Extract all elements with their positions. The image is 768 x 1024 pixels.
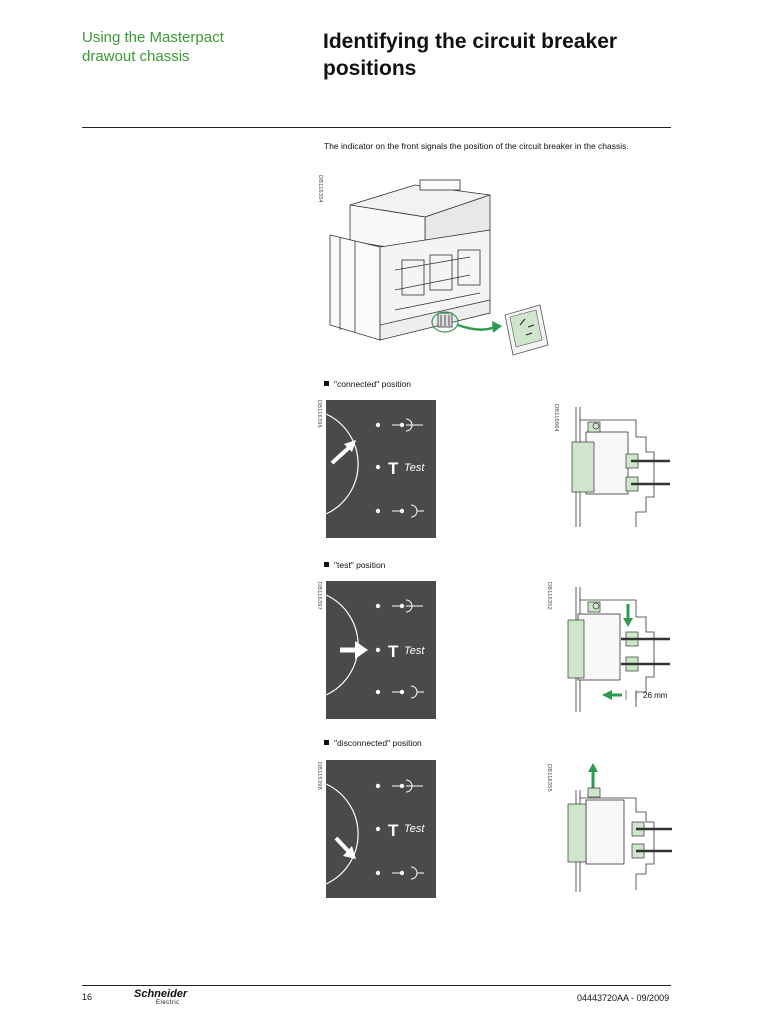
chassis-illustration xyxy=(329,179,549,356)
bullet-square-icon xyxy=(324,562,329,567)
svg-text:T: T xyxy=(388,642,399,661)
disconnected-side-diagram xyxy=(567,763,672,892)
figure-ref-connected-panel: DB116396 xyxy=(316,400,322,428)
connected-arrow-icon xyxy=(344,440,356,452)
figure-ref-disconnected-panel: DB116398 xyxy=(316,762,322,790)
page-number: 16 xyxy=(82,992,93,1002)
section-title: Using the Masterpact drawout chassis xyxy=(82,29,224,65)
disconnected-position-label: "disconnected" position xyxy=(324,738,422,748)
figure-ref-connected-diagram: DB116864 xyxy=(553,404,559,432)
test-side-diagram xyxy=(567,587,670,712)
header-divider xyxy=(82,127,671,128)
test-label: Test xyxy=(404,823,425,835)
bullet-square-icon xyxy=(324,740,329,745)
distance-label: 26 mm xyxy=(643,691,668,700)
footer-divider xyxy=(82,985,671,986)
svg-text:T: T xyxy=(388,821,399,840)
page-title: Identifying the circuit breaker position… xyxy=(323,30,618,80)
disconnected-indicator-graphic: T xyxy=(325,760,436,898)
figure-ref-test-diagram: DB116352 xyxy=(546,582,552,610)
connected-indicator-panel: T Test xyxy=(325,400,436,538)
test-indicator-panel: T Test xyxy=(325,581,436,719)
disconnected-indicator-panel: T Test xyxy=(325,760,436,898)
document-reference: 04443720AA - 09/2009 xyxy=(577,993,670,1003)
test-arrow-icon xyxy=(355,641,368,659)
connected-indicator-graphic: T xyxy=(325,400,436,538)
schneider-electric-logo: Schneider Electric xyxy=(134,988,188,1007)
test-label: Test xyxy=(404,462,425,474)
test-indicator-graphic: T xyxy=(325,581,436,719)
intro-text: The indicator on the front signals the p… xyxy=(324,141,629,151)
connected-side-diagram xyxy=(571,407,670,527)
test-position-label: "test" position xyxy=(324,560,385,570)
connected-position-label: "connected" position xyxy=(324,379,411,389)
test-label: Test xyxy=(404,645,425,657)
disconnected-arrow-icon xyxy=(343,846,356,859)
figure-ref-test-panel: DB116397 xyxy=(316,582,322,610)
bullet-square-icon xyxy=(324,381,329,386)
svg-text:T: T xyxy=(388,459,399,478)
figure-ref-disconnected-diagram: DB116355 xyxy=(546,764,552,792)
